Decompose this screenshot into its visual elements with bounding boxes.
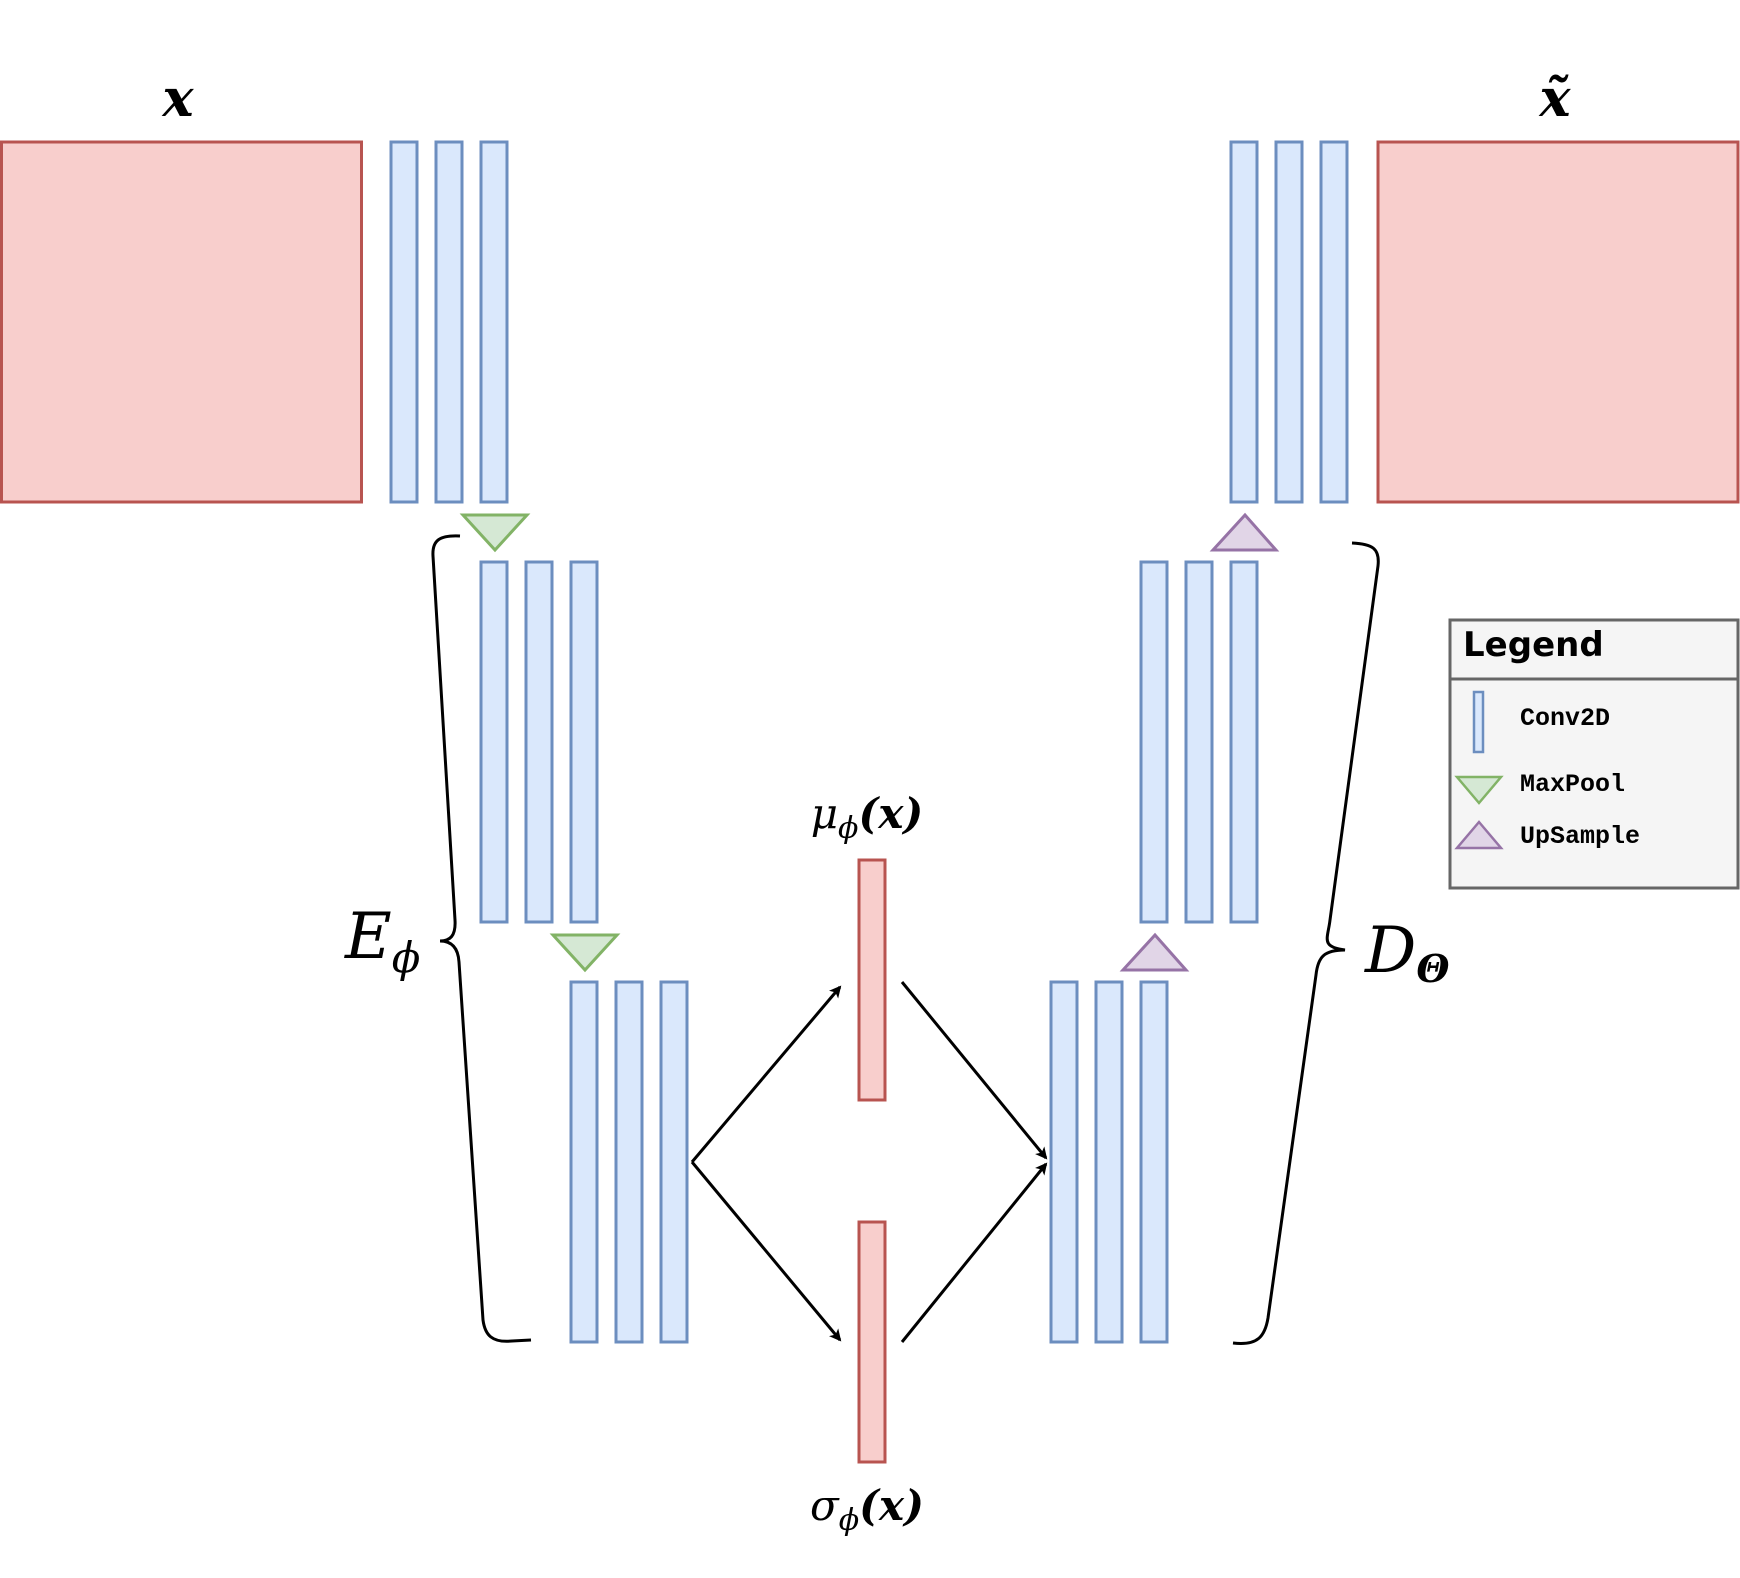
input-image xyxy=(0,140,363,504)
conv-layer xyxy=(1319,140,1349,504)
conv-layer xyxy=(1049,980,1079,1344)
conv-layer xyxy=(1094,980,1124,1344)
conv-layer xyxy=(479,140,509,504)
conv-layer xyxy=(569,980,599,1344)
mu-vector xyxy=(857,858,887,1102)
maxpool-triangle-1 xyxy=(459,513,531,553)
conv-layer xyxy=(1139,560,1169,924)
conv-layer xyxy=(1229,140,1259,504)
maxpool-triangle-2 xyxy=(549,933,621,973)
encoder-label: Eϕ xyxy=(344,900,420,982)
conv-layer xyxy=(389,140,419,504)
conv-layer xyxy=(1139,980,1169,1344)
legend-box xyxy=(1448,618,1740,890)
sigma-vector xyxy=(857,1220,887,1464)
output-label: x̃ xyxy=(1538,68,1571,129)
upsample-triangle-icon xyxy=(1454,820,1504,850)
conv-layer xyxy=(1229,560,1259,924)
arrow-to-sigma xyxy=(690,1161,842,1342)
arrow-to-mu xyxy=(690,985,842,1163)
conv-layer xyxy=(614,980,644,1344)
conv-layer xyxy=(434,140,464,504)
maxpool-triangle-icon xyxy=(1454,775,1504,805)
arrow-from-sigma xyxy=(900,1162,1048,1343)
legend-title: Legend xyxy=(1463,625,1604,665)
conv-layer xyxy=(569,560,599,924)
encoder-brace xyxy=(431,534,532,1343)
conv-layer xyxy=(479,560,509,924)
decoder-stage-2 xyxy=(1139,560,1259,924)
conv-layer xyxy=(659,980,689,1344)
legend-label-upsample: UpSample xyxy=(1520,822,1640,851)
encoder-stage-1 xyxy=(389,140,509,504)
conv-layer xyxy=(1184,560,1214,924)
decoder-label: DΘ xyxy=(1364,914,1449,991)
decoder-stage-3 xyxy=(1229,140,1349,504)
legend: Legend Conv2D MaxPool UpSample xyxy=(1448,618,1740,890)
encoder-stage-2 xyxy=(479,560,599,924)
legend-label-conv2d: Conv2D xyxy=(1520,704,1610,733)
conv-bar-icon xyxy=(1472,690,1485,754)
output-image xyxy=(1376,140,1740,504)
conv-layer xyxy=(524,560,554,924)
input-label: x xyxy=(161,68,194,129)
upsample-triangle-2 xyxy=(1209,512,1280,552)
upsample-triangle-1 xyxy=(1119,932,1190,972)
sigma-label: σϕ(x) xyxy=(810,1481,924,1538)
encoder-stage-3 xyxy=(569,980,689,1344)
decoder-brace xyxy=(1232,541,1380,1346)
arrow-from-mu xyxy=(900,981,1048,1160)
conv-layer xyxy=(1274,140,1304,504)
mu-label: μϕ(x) xyxy=(811,789,924,846)
legend-label-maxpool: MaxPool xyxy=(1520,770,1625,799)
decoder-stage-1 xyxy=(1049,980,1169,1344)
